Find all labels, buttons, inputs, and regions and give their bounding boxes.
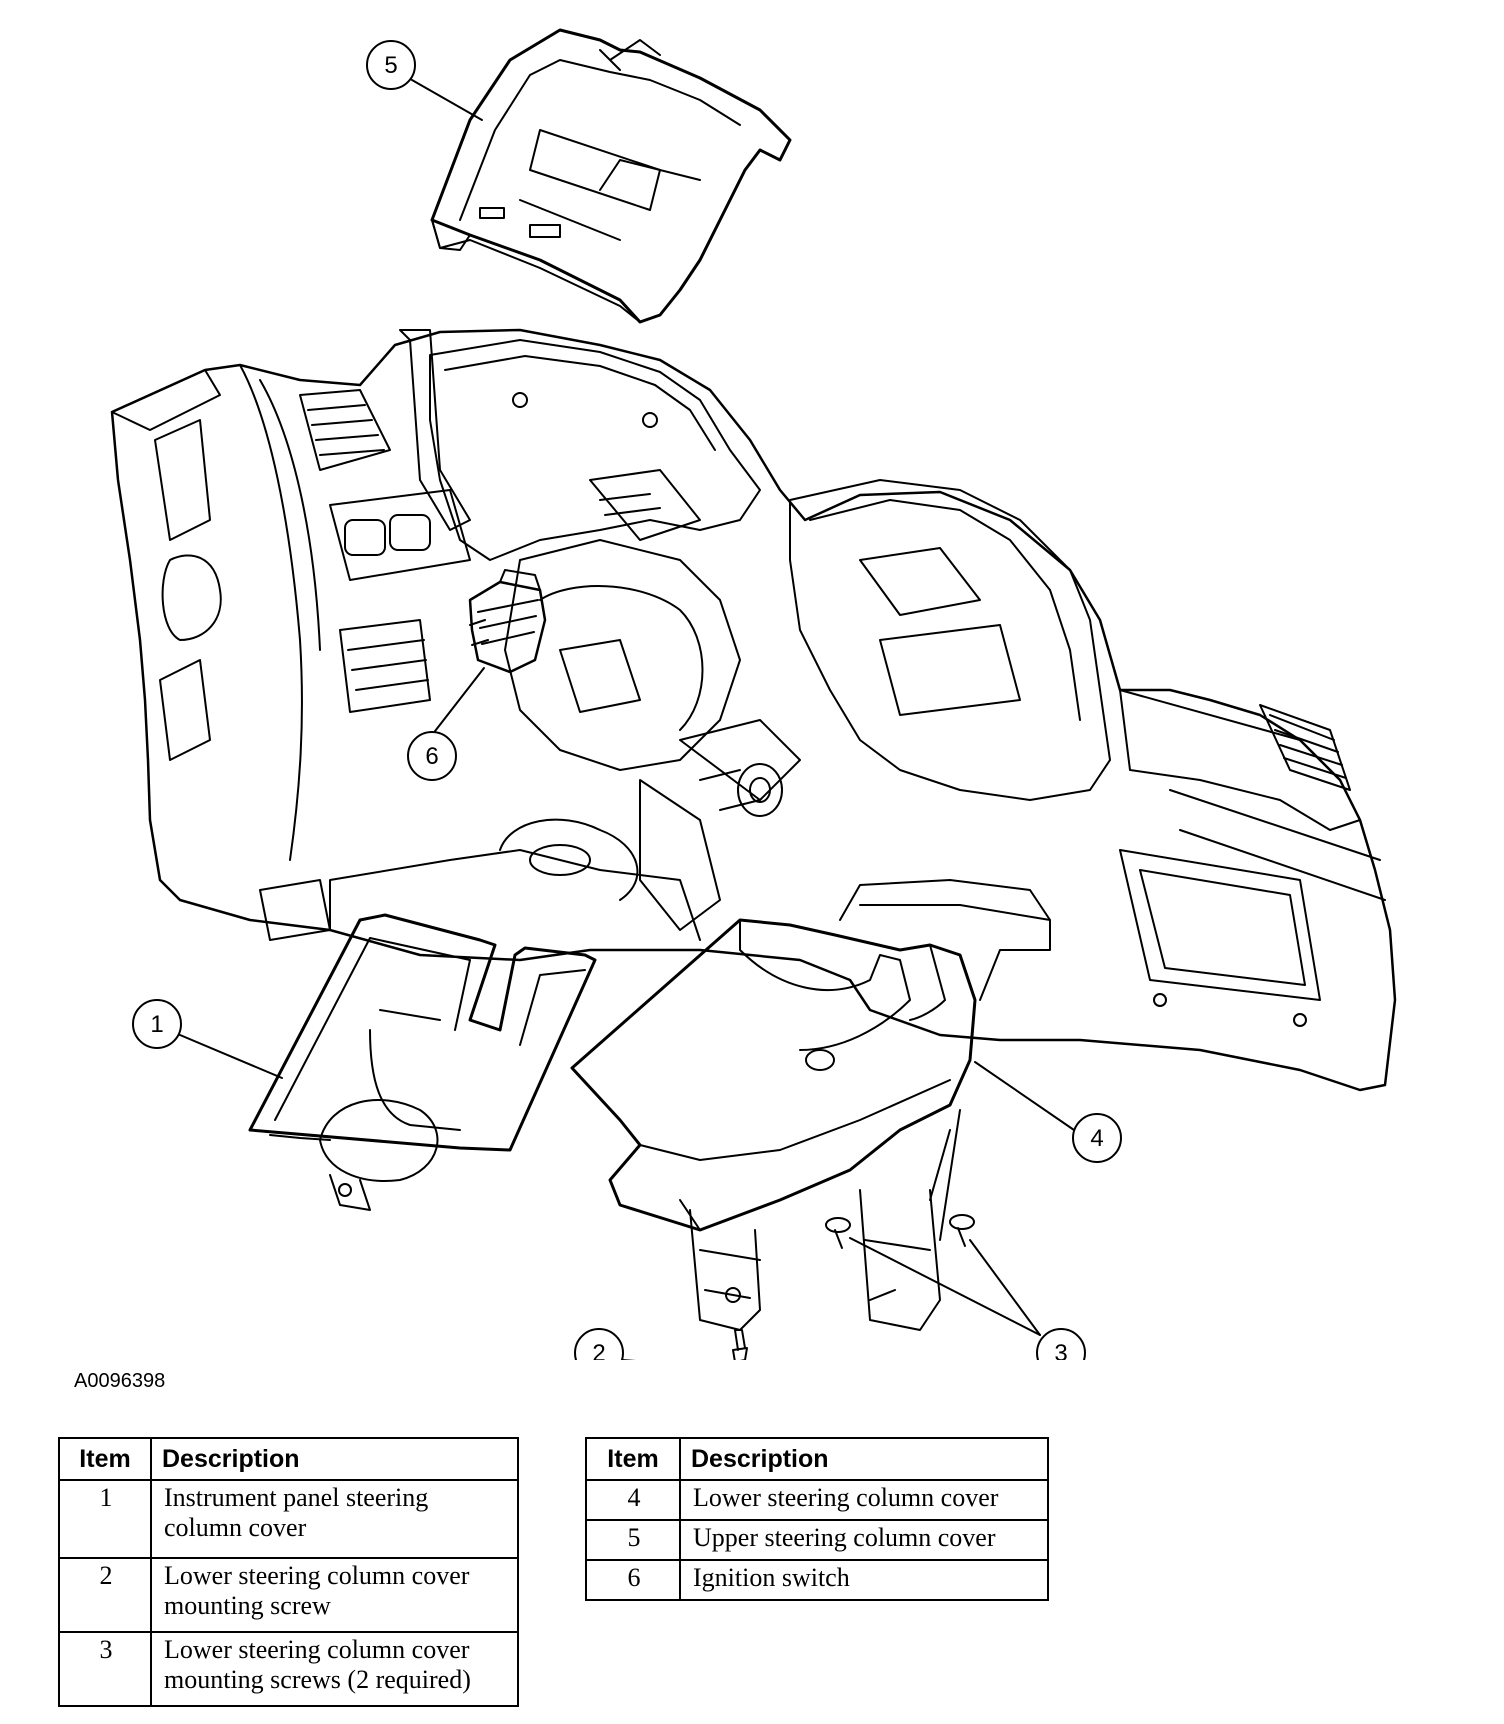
screw-item-3b: [949, 1214, 975, 1247]
instrument-panel: [110, 328, 1397, 1211]
table-row: 3 Lower steering column cover mounting s…: [58, 1631, 519, 1707]
item-description: Upper steering column cover: [679, 1519, 1049, 1561]
callout-2: 2: [574, 1328, 637, 1360]
callout-4: 4: [974, 1061, 1122, 1163]
item-description: Lower steering column cover mounting scr…: [150, 1631, 519, 1707]
callout-1: 1: [132, 999, 283, 1079]
upper-steering-column-cover: [430, 28, 792, 324]
callout-4-label: 4: [1090, 1125, 1103, 1152]
screw-item-3a: [825, 1217, 851, 1249]
figure-id: A0096398: [74, 1370, 166, 1392]
callout-5: 5: [366, 40, 483, 121]
item-description: Lower steering column cover: [679, 1479, 1049, 1521]
table-row: 1 Instrument panel steering column cover: [58, 1479, 519, 1559]
column-header-item: Item: [58, 1437, 152, 1481]
item-description: Instrument panel steering column cover: [150, 1479, 519, 1559]
item-description: Ignition switch: [679, 1559, 1049, 1601]
column-header-description: Description: [150, 1437, 519, 1481]
lower-steering-column-cover: [570, 879, 1051, 1232]
column-header-item: Item: [585, 1437, 681, 1481]
table-row: 4 Lower steering column cover: [585, 1479, 1049, 1521]
callout-3-label: 3: [1054, 1340, 1067, 1360]
table-row: 2 Lower steering column cover mounting s…: [58, 1557, 519, 1633]
callout-2-label: 2: [592, 1340, 605, 1360]
callout-6: 6: [407, 667, 485, 781]
table-header-row: Item Description: [585, 1437, 1049, 1481]
callout-1-label: 1: [150, 1011, 163, 1038]
legend-table-left: Item Description 1 Instrument panel stee…: [58, 1437, 519, 1707]
callout-5-label: 5: [384, 52, 397, 79]
screw-item-2: [732, 1329, 748, 1360]
callout-6-label: 6: [425, 743, 438, 770]
ignition-switch: [468, 569, 547, 674]
item-number: 6: [585, 1559, 681, 1601]
item-description: Lower steering column cover mounting scr…: [150, 1557, 519, 1633]
item-number: 1: [58, 1479, 152, 1559]
table-header-row: Item Description: [58, 1437, 519, 1481]
table-row: 6 Ignition switch: [585, 1559, 1049, 1601]
item-number: 4: [585, 1479, 681, 1521]
exploded-view-illustration: 1 2 3 4 5 6: [110, 28, 1397, 1360]
column-support-brackets: [689, 1109, 961, 1331]
table-row: 5 Upper steering column cover: [585, 1519, 1049, 1561]
instrument-panel-steering-column-cover: [248, 913, 597, 1152]
item-number: 2: [58, 1557, 152, 1633]
callout-3: 3: [849, 1237, 1086, 1360]
item-number: 5: [585, 1519, 681, 1561]
column-header-description: Description: [679, 1437, 1049, 1481]
legend-table-right: Item Description 4 Lower steering column…: [585, 1437, 1049, 1601]
item-number: 3: [58, 1631, 152, 1707]
